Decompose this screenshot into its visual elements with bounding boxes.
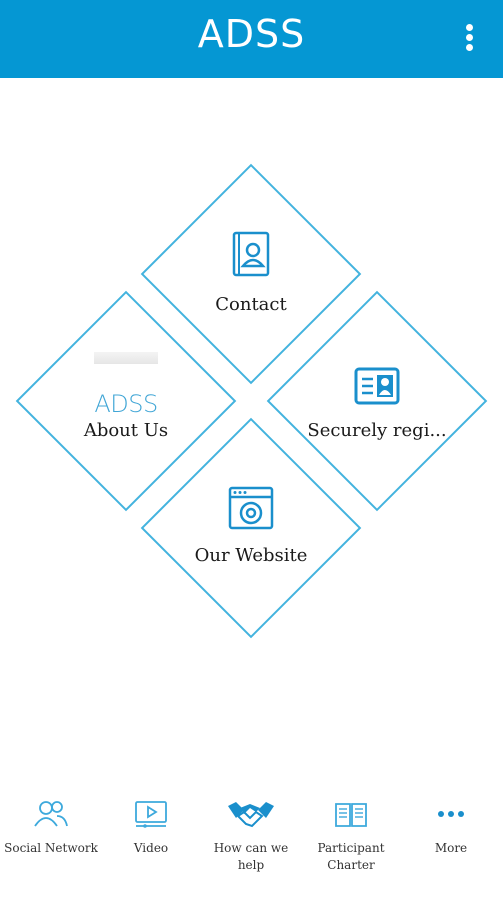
nav-video-label: Video [133,841,169,855]
nav-how-can-we-help-label: How can we help [213,841,289,872]
users-icon [34,801,68,827]
nav-social-network-label: Social Network [4,841,98,855]
nav-participant-charter[interactable]: Participant Charter [301,798,401,874]
adss-logo: ADSS [94,390,158,418]
nav-participant-charter-label: Participant Charter [317,841,385,872]
bottom-nav: Social Network Video How can we help [0,790,503,900]
tile-secure-label: Securely regi... [307,420,447,441]
tile-about-label: About Us [83,420,169,441]
app-title: ADSS [197,12,306,56]
video-play-icon [135,801,167,828]
nav-video[interactable]: Video [101,798,201,857]
tile-website[interactable]: Our Website [151,485,351,566]
overflow-menu-icon[interactable] [463,24,475,58]
handshake-icon [228,802,274,828]
tile-secure[interactable]: Securely regi... [277,366,477,441]
tile-website-label: Our Website [194,545,308,566]
open-book-icon [335,803,367,827]
contact-book-icon [232,231,270,277]
nav-more[interactable]: More [401,798,501,857]
nav-how-can-we-help[interactable]: How can we help [201,798,301,874]
tile-contact-label: Contact [215,294,287,315]
browser-window-icon [228,486,274,530]
nav-social-network[interactable]: Social Network [1,798,101,857]
tile-contact[interactable]: Contact [151,230,351,315]
app-bar: ADSS [0,0,503,78]
logo-placeholder [94,352,158,364]
id-card-icon [354,367,400,405]
tile-about[interactable]: ADSS About Us [26,352,226,441]
more-dots-icon [438,811,464,817]
nav-more-label: More [434,841,468,855]
